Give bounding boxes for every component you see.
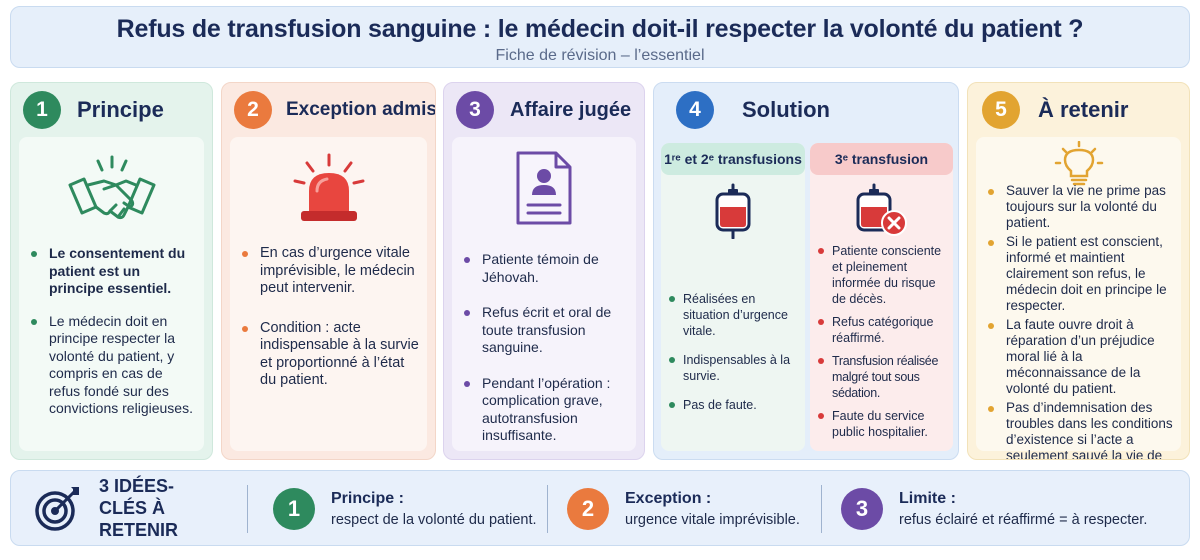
list-item: Le médecin doit en principe respecter la… [29, 313, 196, 418]
card-body: En cas d’urgence vitale imprévisible, le… [230, 137, 427, 451]
blood-bag-refused-icon [856, 183, 907, 236]
bullet-list: Patiente consciente et pleinement inform… [816, 243, 949, 447]
divider [821, 485, 822, 533]
card-affaire: 3 Affaire jugée Patiente témoin de Jéhov… [443, 82, 645, 460]
target-icon [35, 487, 79, 531]
step-number-badge: 2 [234, 91, 272, 129]
list-item: Si le patient est conscient, informé et … [986, 234, 1173, 314]
bullet-list: Patiente témoin de Jéhovah. Refus écrit … [462, 251, 628, 459]
step-number-badge: 5 [982, 91, 1020, 129]
card-body: Le consentement du patient est un princi… [19, 137, 204, 451]
step-number-badge: 1 [23, 91, 61, 129]
key-idea-1: 1 Principe : respect de la volonté du pa… [273, 479, 537, 539]
list-item: Patiente consciente et pleinement inform… [816, 243, 949, 307]
card-header: 3 Affaire jugée [444, 83, 644, 137]
list-item: Refus écrit et oral de toute transfusion… [462, 304, 628, 357]
card-title: Affaire jugée [510, 98, 632, 121]
solution-panel-first-transfusions: 1ʳᵉ et 2ᵉ transfusions Réalisées en situ… [661, 143, 805, 451]
idea-text: respect de la volonté du patient. [331, 512, 537, 528]
card-header: 5 À retenir [968, 83, 1189, 137]
card-header: 2 Exception admise [222, 83, 435, 137]
idea-number-badge: 3 [841, 488, 883, 530]
lightbulb-icon [1054, 141, 1103, 186]
idea-text: urgence vitale imprévisible. [625, 512, 800, 528]
key-idea-3: 3 Limite : refus éclairé et réaffirmé = … [841, 479, 1147, 539]
bullet-list: Réalisées en situation d’urgence vitale.… [667, 291, 801, 426]
header: Refus de transfusion sanguine : le médec… [10, 6, 1190, 68]
page-subtitle: Fiche de révision – l’essentiel [495, 47, 705, 64]
card-exception: 2 Exception admise En cas d’urgence vita… [221, 82, 436, 460]
card-body: Sauver la vie ne prime pas toujours sur … [976, 137, 1181, 459]
card-title: Principe [77, 97, 164, 122]
card-title: À retenir [1038, 97, 1129, 122]
step-number-badge: 4 [676, 91, 714, 129]
card-body: Patiente témoin de Jéhovah. Refus écrit … [452, 137, 636, 451]
card-principe: 1 Principe Le consentement [10, 82, 213, 460]
list-item: Faute du service public hospitalier. [816, 408, 949, 440]
key-ideas-title: 3 IDÉES-CLÉS À RETENIR [99, 476, 179, 540]
list-item: Condition : acte indispensable à la surv… [240, 320, 419, 390]
blood-bag-icon [715, 183, 751, 239]
step-number-badge: 3 [456, 91, 494, 129]
list-item: La faute ouvre droit à réparation d’un p… [986, 317, 1173, 397]
bullet-list: Sauver la vie ne prime pas toujours sur … [986, 183, 1173, 459]
list-item: Le consentement du patient est un princi… [29, 245, 196, 298]
list-item: Pas de faute. [667, 397, 801, 413]
card-header: 4 Solution [654, 83, 958, 137]
idea-number-badge: 1 [273, 488, 315, 530]
alarm-siren-icon [293, 153, 364, 221]
bullet-list: En cas d’urgence vitale imprévisible, le… [240, 245, 419, 405]
panel-heading: 3ᵉ transfusion [810, 143, 953, 175]
idea-text: refus éclairé et réaffirmé = à respecter… [899, 512, 1148, 528]
divider [547, 485, 548, 533]
list-item: Transfusion réalisée malgré tout sous sé… [816, 353, 949, 401]
divider [247, 485, 248, 533]
idea-title: Exception : [625, 490, 712, 507]
list-item: Indispensables à la survie. [667, 352, 801, 384]
card-solution: 4 Solution 1ʳᵉ et 2ᵉ transfusions Réalis… [653, 82, 959, 460]
key-ideas-lead: 3 IDÉES-CLÉS À RETENIR [19, 476, 239, 540]
list-item: Réalisées en situation d’urgence vitale. [667, 291, 801, 339]
card-a-retenir: 5 À retenir Sauver la vie ne prime pas t… [967, 82, 1190, 460]
list-item: Pas d’indemnisation des troubles dans le… [986, 400, 1173, 459]
bullet-list: Le consentement du patient est un princi… [29, 245, 196, 433]
list-item: Patiente témoin de Jéhovah. [462, 251, 628, 286]
list-item: Sauver la vie ne prime pas toujours sur … [986, 183, 1173, 231]
card-title: Exception admise [286, 99, 436, 120]
page-title: Refus de transfusion sanguine : le médec… [116, 15, 1084, 43]
patient-file-icon [516, 151, 572, 225]
panel-heading: 1ʳᵉ et 2ᵉ transfusions [661, 143, 805, 175]
list-item: Pendant l’opération : complication grave… [462, 375, 628, 445]
idea-number-badge: 2 [567, 488, 609, 530]
list-item: Refus catégorique réaffirmé. [816, 314, 949, 346]
list-item: En cas d’urgence vitale imprévisible, le… [240, 245, 419, 298]
key-idea-2: 2 Exception : urgence vitale imprévisibl… [567, 479, 800, 539]
key-ideas-bar: 3 IDÉES-CLÉS À RETENIR 1 Principe : resp… [10, 470, 1190, 546]
idea-title: Limite : [899, 490, 956, 507]
handshake-icon [68, 155, 155, 220]
card-header: 1 Principe [11, 83, 212, 137]
card-title: Solution [742, 97, 830, 122]
solution-panel-third-transfusion: 3ᵉ transfusion Patiente consciente et pl… [810, 143, 953, 451]
idea-title: Principe : [331, 490, 404, 507]
